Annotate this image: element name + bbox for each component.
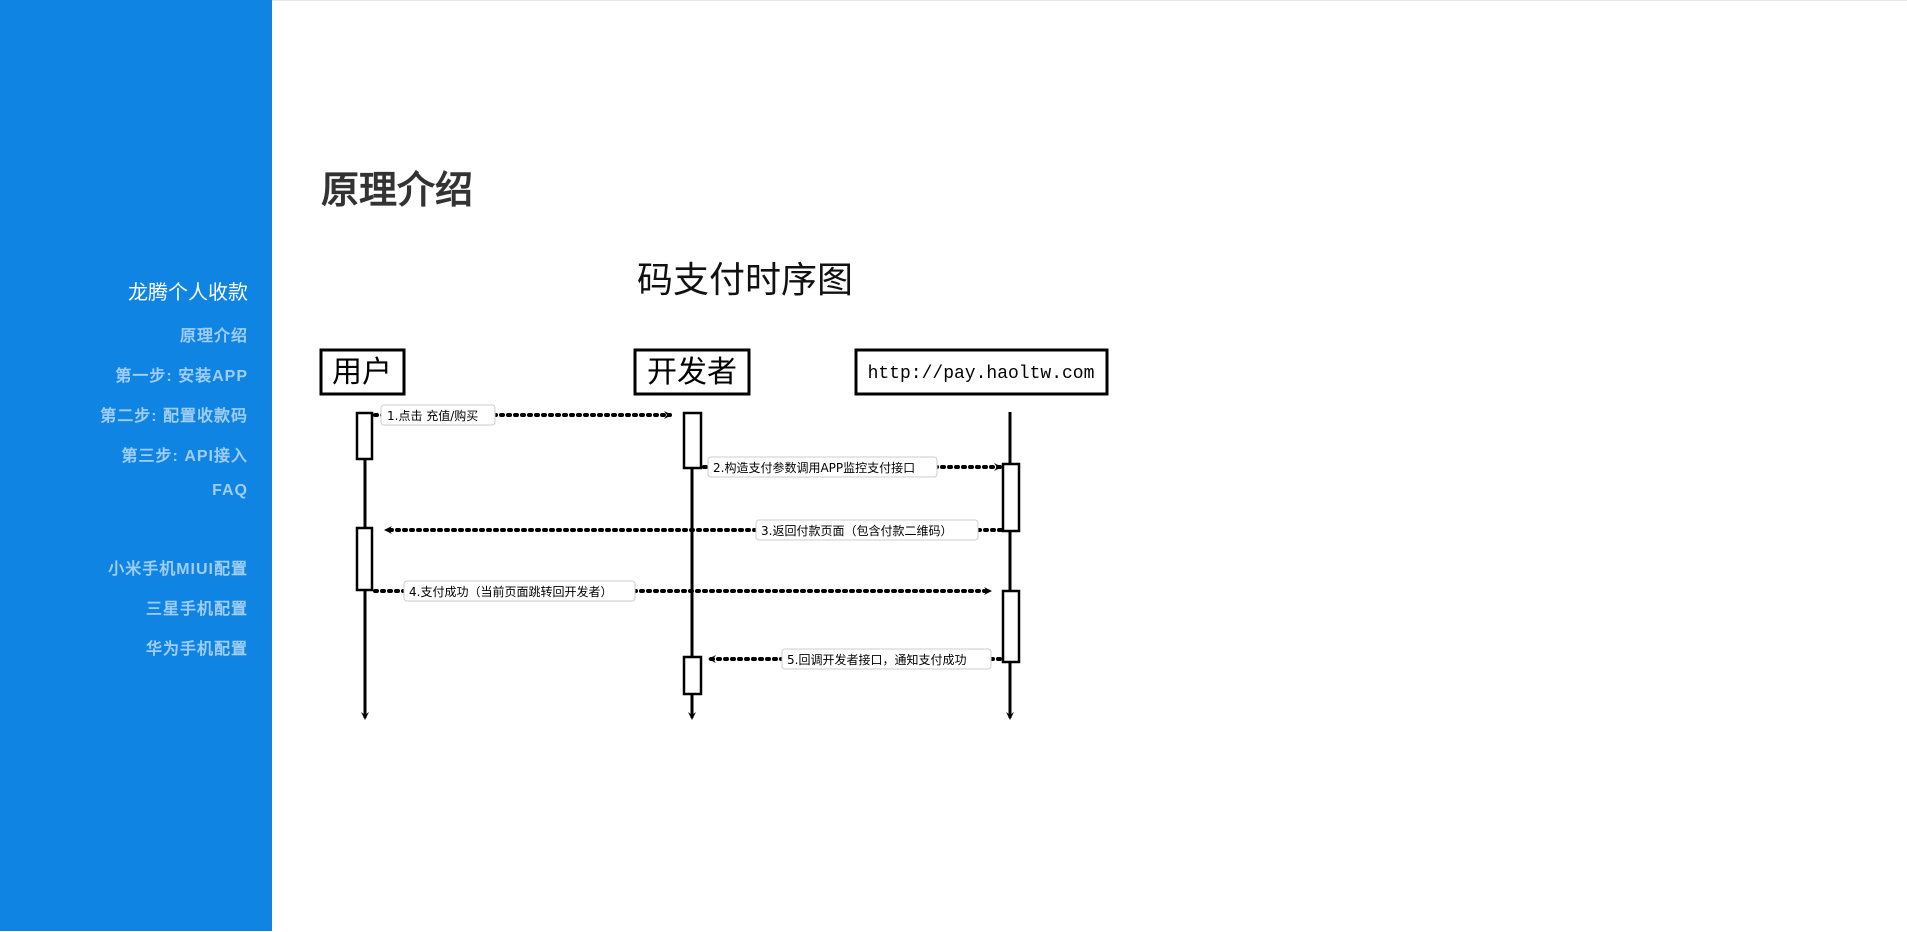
sidebar-item-step3[interactable]: 第三步: API接入 (121, 448, 248, 465)
page-title: 原理介绍 (321, 170, 474, 212)
sidebar-item-xiaomi[interactable]: 小米手机MIUI配置 (108, 561, 248, 578)
message-4: 4.支付成功（当前页面跳转回开发者） (409, 584, 612, 599)
sidebar-item-step2[interactable]: 第二步: 配置收款码 (100, 408, 248, 425)
svg-text:用户: 用户 (332, 355, 392, 390)
diagram-title: 码支付时序图 (637, 260, 853, 301)
message-5: 5.回调开发者接口，通知支付成功 (787, 652, 966, 667)
svg-text:开发者: 开发者 (647, 355, 737, 390)
message-labels: 1.点击 充值/购买 2.构造支付参数调用APP监控支付接口 3.返回付款页面（… (380, 404, 992, 670)
sidebar-item-step1[interactable]: 第一步: 安装APP (115, 368, 248, 385)
actor-server: http://pay.haoltw.com (854, 348, 1109, 396)
actor-user: 用户 (319, 348, 406, 396)
sidebar-item-principle[interactable]: 原理介绍 (179, 328, 248, 345)
sidebar-item-huawei[interactable]: 华为手机配置 (145, 641, 248, 658)
activations (355, 411, 1021, 696)
main-content: 原理介绍 (272, 0, 1907, 932)
message-2: 2.构造支付参数调用APP监控支付接口 (713, 460, 915, 475)
sidebar-item-samsung[interactable]: 三星手机配置 (145, 601, 248, 618)
actor-developer: 开发者 (633, 348, 751, 396)
message-3: 3.返回付款页面（包含付款二维码） (761, 523, 952, 538)
svg-text:http://pay.haoltw.com: http://pay.haoltw.com (868, 364, 1095, 384)
sidebar: 龙腾个人收款 原理介绍 第一步: 安装APP 第二步: 配置收款码 第三步: A… (0, 0, 272, 931)
sidebar-brand[interactable]: 龙腾个人收款 (128, 282, 248, 304)
sidebar-item-faq[interactable]: FAQ (212, 482, 248, 499)
message-1: 1.点击 充值/购买 (387, 408, 478, 423)
